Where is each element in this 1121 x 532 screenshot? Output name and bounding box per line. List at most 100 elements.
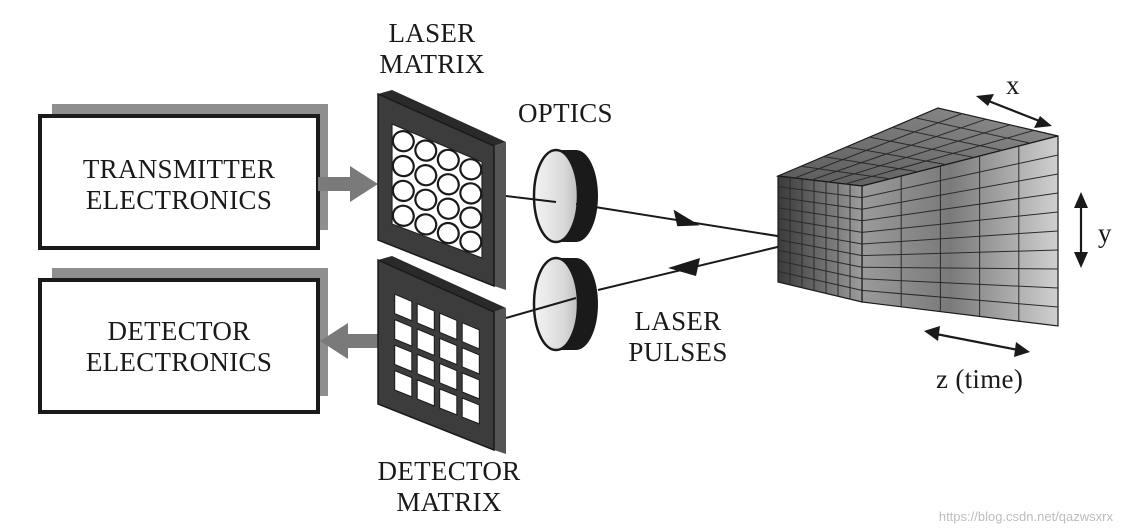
voxel-grid-line (861, 266, 1059, 270)
detector-pixel-cell (394, 344, 413, 373)
detector-pixel-cell (461, 321, 480, 350)
detector-matrix-label-line2: MATRIX (396, 487, 502, 517)
detector-pixel-cell (416, 302, 435, 331)
detector-label-line2: ELECTRONICS (85, 347, 273, 377)
z-axis-arrow-icon (924, 326, 1030, 357)
laser-emitter-cell (459, 182, 483, 205)
voxel-grid-line (777, 196, 863, 210)
voxel-grid-line (823, 156, 919, 173)
detector-pixel-cell (461, 347, 480, 375)
detector-pixel-cell (416, 328, 435, 357)
voxel-grid-line (861, 249, 1059, 257)
detector-pixel-cell (461, 372, 480, 400)
detector-box-frame (38, 278, 320, 414)
voxel-grid-line (869, 136, 975, 158)
laser-emitter-cell (414, 164, 438, 187)
detector-label-line1: DETECTOR (107, 316, 251, 346)
detector-matrix-panel (377, 256, 506, 454)
voxel-grid-line (777, 186, 863, 199)
laser-matrix-label-line2: MATRIX (379, 49, 485, 79)
laser-emitter-cell (391, 130, 415, 153)
detector-electronics-box (38, 268, 328, 414)
laser-emitter-cell (414, 188, 438, 211)
thick-right-arrow-icon (318, 166, 378, 202)
detector-pixel-cell (439, 362, 458, 391)
detector-matrix-label: DETECTOR MATRIX (360, 456, 538, 518)
voxel-grid-line (861, 192, 1059, 222)
transmitter-box-frame (38, 114, 320, 250)
voxel-grid-line (861, 173, 1059, 210)
laser-emitter-cell (414, 139, 438, 162)
x-axis-arrow-icon (976, 94, 1052, 128)
voxel-grid-line (777, 249, 863, 268)
voxel-grid-line (892, 126, 1003, 151)
laser-emitter-cell (459, 230, 483, 253)
voxel-grid-line (777, 239, 863, 257)
laser-emitter-cell (414, 213, 438, 236)
voxel-grid-line (811, 118, 987, 181)
laser-emitter-cell (459, 158, 483, 181)
laser-emitter-cell (391, 179, 415, 203)
range-image-volume (775, 107, 1059, 327)
lower-lens (532, 256, 598, 352)
transmitter-electronics-label: TRANSMITTER ELECTRONICS (46, 154, 312, 216)
laser-matrix-label-line1: LASER (388, 18, 476, 48)
detector-pixel-cell (416, 379, 435, 407)
voxel-grid-line (777, 270, 863, 291)
laser-emitter-cell (436, 148, 460, 172)
detector-matrix-label-line1: DETECTOR (377, 456, 521, 486)
laser-pulses-label-line1: LASER (634, 306, 722, 336)
outgoing-pulse-arrowhead-icon (673, 209, 700, 227)
transmitter-label-line1: TRANSMITTER (82, 154, 276, 184)
transmitter-electronics-box (38, 104, 328, 250)
detector-pixel-cell (394, 318, 413, 347)
laser-matrix-panel (377, 90, 506, 290)
detector-pixel-grid (394, 293, 480, 425)
thick-left-arrow-icon (320, 323, 382, 359)
voxel-grid-line (777, 260, 863, 280)
laser-emitter-cell (459, 206, 483, 229)
voxel-grid-line (915, 117, 1031, 144)
detector-pixel-cell (439, 337, 458, 366)
voxel-grid-line (828, 124, 1011, 183)
transmitter-label-line2: ELECTRONICS (85, 185, 273, 215)
y-axis-label: y (1098, 218, 1112, 248)
detector-pixel-cell (439, 312, 458, 341)
detector-pixel-cell (394, 293, 413, 322)
detector-pixel-cell (439, 388, 458, 416)
laser-emitter-cell (436, 197, 460, 220)
laser-emitter-cell (391, 154, 415, 178)
voxel-grid-line (861, 211, 1059, 233)
voxel-grid-line (861, 154, 1059, 199)
voxel-grid-line (861, 230, 1059, 245)
laser-emitter-cell (436, 221, 460, 245)
voxel-grid-line (800, 165, 891, 180)
laser-emitter-cell (391, 204, 415, 227)
laser-emitter-cell (436, 173, 460, 196)
x-axis-label: x (1006, 70, 1020, 100)
detector-pixel-cell (416, 353, 435, 382)
voxel-grid-lines (777, 113, 1059, 322)
voxel-grid-line (794, 113, 963, 179)
voxel-grid-line (861, 289, 1059, 308)
returning-pulse-arrowhead-icon (668, 258, 700, 276)
voxel-grid-line (846, 146, 947, 166)
laser-matrix-label: LASER MATRIX (366, 18, 498, 80)
laser-pulses-label: LASER PULSES (622, 306, 734, 368)
laser-pulses-label-line2: PULSES (628, 337, 728, 367)
watermark: https://blog.csdn.net/qazwsxrx (938, 509, 1113, 524)
voxel-grid-line (845, 129, 1035, 185)
detector-pixel-cell (461, 397, 480, 425)
voxel-grid-line (777, 217, 863, 233)
z-axis-label: z (time) (936, 364, 1024, 394)
voxel-grid-line (777, 228, 863, 245)
laser-emitter-grid (391, 130, 483, 253)
optics-label: OPTICS (518, 98, 613, 128)
detector-electronics-label: DETECTOR ELECTRONICS (46, 316, 312, 378)
detector-pixel-cell (394, 369, 413, 398)
upper-lens (532, 148, 598, 244)
y-axis-arrow-icon (1074, 192, 1088, 268)
voxel-grid-line (861, 278, 1059, 289)
